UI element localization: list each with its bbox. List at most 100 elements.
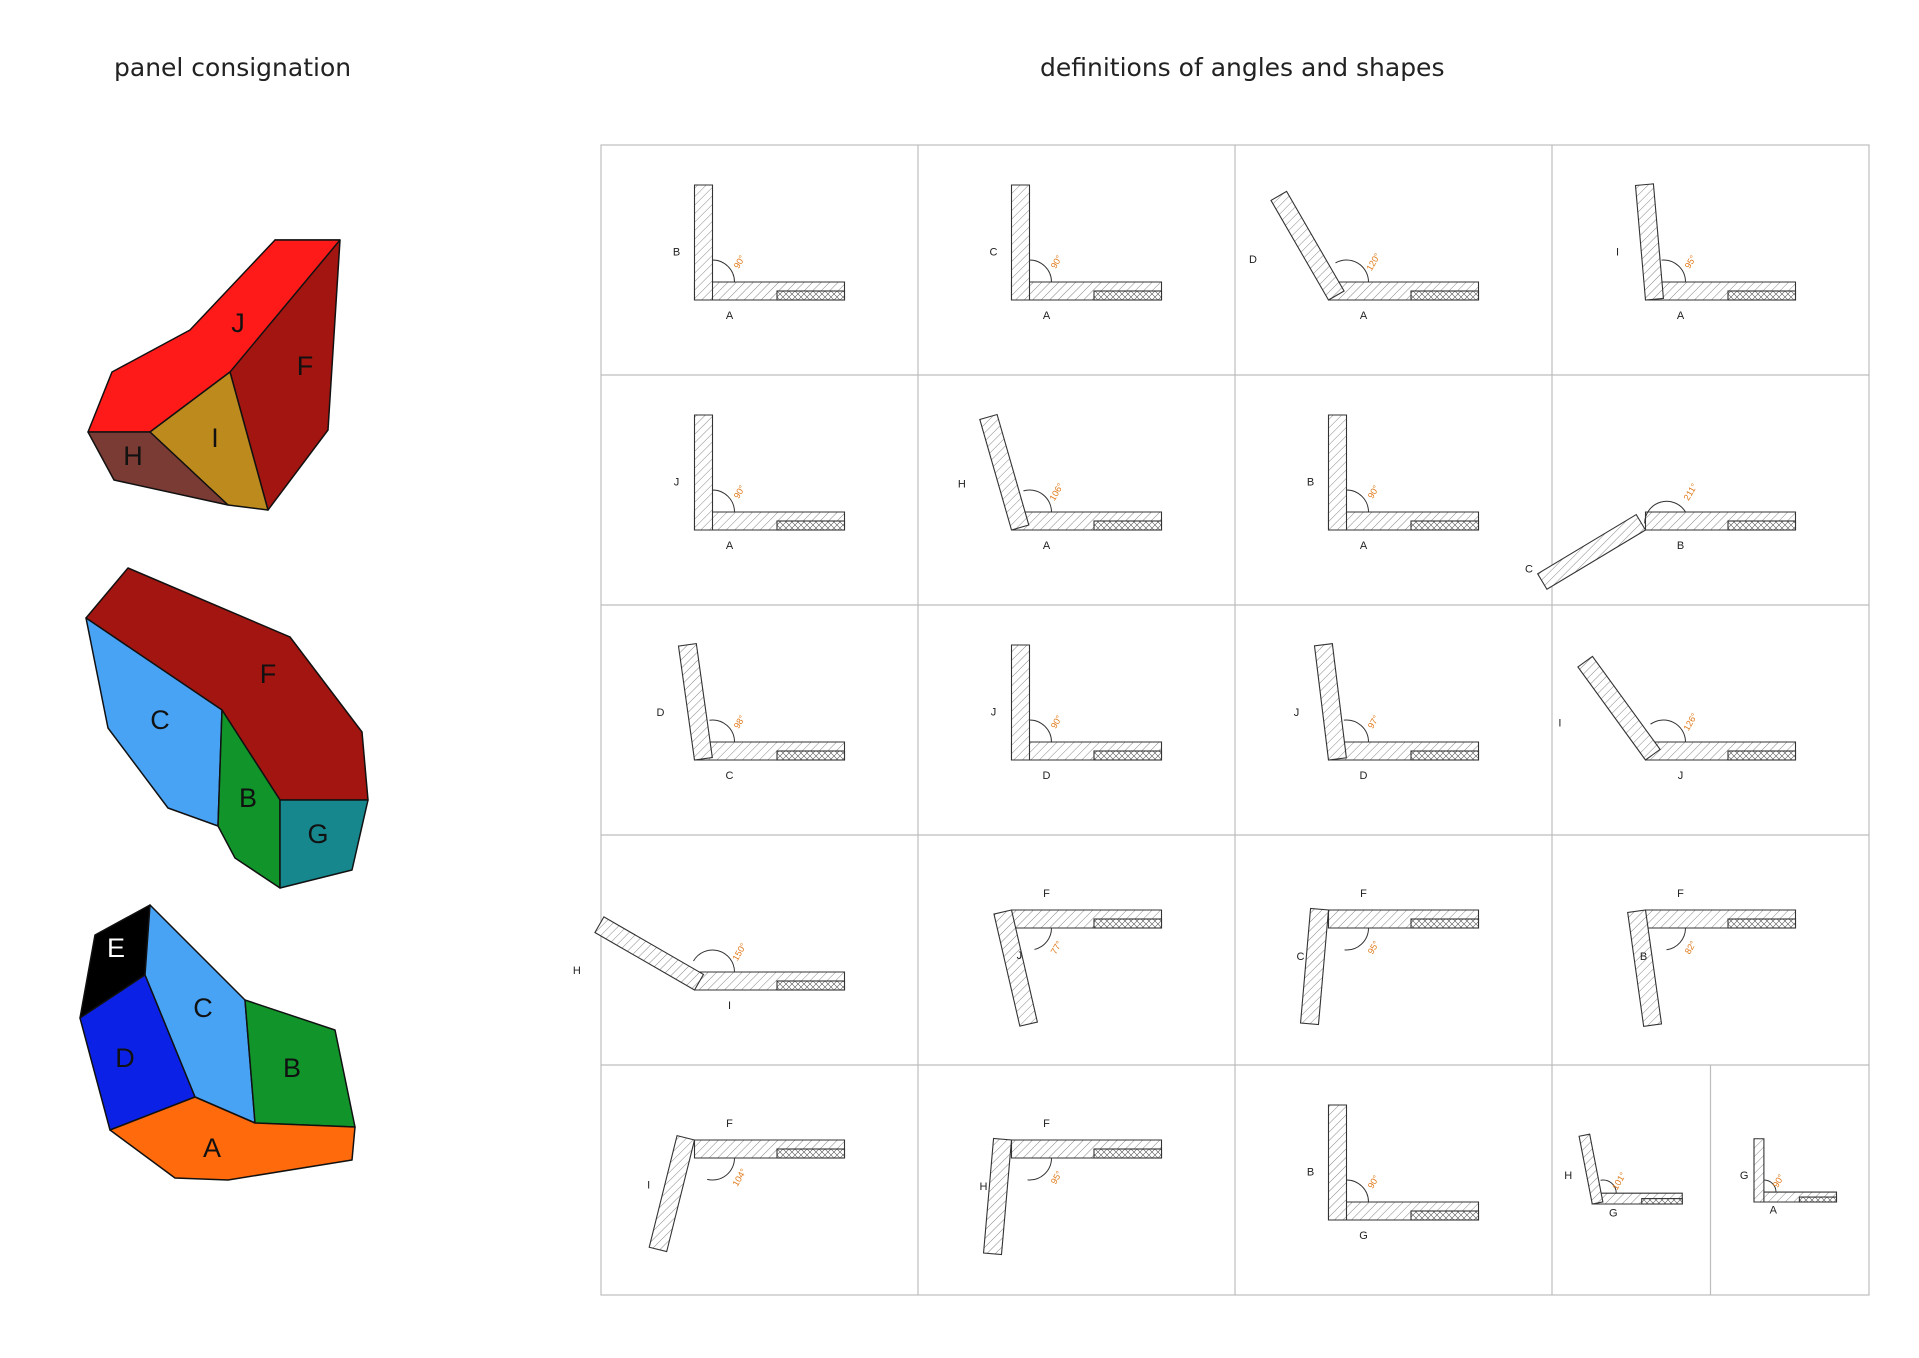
panel-b-label: B	[239, 783, 257, 813]
angle-detail: 104°IF	[647, 1118, 846, 1253]
panel-label: F	[1360, 888, 1367, 900]
panel-label: H	[958, 479, 966, 491]
panel-label: J	[674, 476, 680, 488]
angle-value-label: 126°	[1681, 711, 1699, 732]
panel-label: D	[1360, 770, 1368, 782]
panel-c-label: C	[193, 993, 213, 1023]
angle-value-label: 90°	[1366, 1173, 1382, 1190]
panel-label: J	[1294, 707, 1300, 719]
panel-label: G	[1359, 1230, 1368, 1242]
panel-label: F	[1677, 888, 1684, 900]
panel-a-label: A	[203, 1133, 221, 1163]
panel-label: D	[1043, 770, 1051, 782]
panel-label: I	[1616, 247, 1619, 259]
angle-value-label: 90°	[1049, 713, 1065, 730]
angle-value-label: 101°	[1610, 1170, 1628, 1191]
panel-label: B	[1677, 540, 1684, 552]
panel-label: G	[1740, 1170, 1749, 1182]
angle-value-label: 95°	[1366, 939, 1382, 956]
panel-label: H	[573, 965, 581, 977]
panel-g-face	[279, 799, 369, 889]
panel-label: B	[1307, 476, 1314, 488]
panel-label: J	[1678, 770, 1684, 782]
angle-detail: 95°IA	[1616, 183, 1797, 322]
angle-detail: 101°HG	[1564, 1133, 1683, 1220]
angle-value-label: 77°	[1049, 939, 1065, 956]
panel-j-label: J	[231, 308, 245, 338]
panel-label: D	[1249, 254, 1257, 266]
angle-detail: 77°JF	[993, 888, 1163, 1027]
panel-b-label: B	[283, 1053, 301, 1083]
angle-value-label: 95°	[1683, 253, 1699, 270]
panel-label: B	[673, 246, 680, 258]
panel-label: G	[1609, 1208, 1618, 1220]
panel-label: H	[980, 1181, 988, 1193]
angle-detail: 90°BA	[673, 184, 846, 322]
panel-label: A	[1043, 310, 1051, 322]
panel-a-face	[109, 1096, 356, 1181]
panel-label: C	[1297, 951, 1305, 963]
angle-value-label: 90°	[1771, 1172, 1787, 1189]
panel-h-label: H	[123, 441, 143, 471]
angles-shapes-heading: definitions of angles and shapes	[1040, 53, 1445, 82]
angle-detail: 106° H A	[958, 413, 1163, 552]
angle-detail: 211° C B	[1525, 481, 1797, 590]
panel-label: J	[991, 706, 997, 718]
panel-f-label: F	[297, 351, 314, 381]
angle-value-label: 95°	[1049, 1169, 1065, 1186]
panel-label: D	[657, 707, 665, 719]
angle-value-label: 211°	[1682, 481, 1700, 502]
angle-value-label: 90°	[1049, 253, 1065, 270]
angle-detail: 98°DC	[657, 642, 846, 782]
panel-i-label: I	[211, 423, 219, 453]
panel-label: F	[1043, 1118, 1050, 1130]
panel-label: A	[1360, 310, 1368, 322]
panel-label: A	[726, 540, 734, 552]
angle-detail: 90° J D	[991, 644, 1163, 782]
panel-label: A	[1043, 540, 1051, 552]
panel-c-label: C	[150, 705, 170, 735]
angle-detail: 90° G A	[1740, 1138, 1838, 1217]
panel-label: C	[1525, 564, 1533, 576]
angle-detail: 90° B G	[1307, 1104, 1480, 1242]
angle-value-label: 106°	[1047, 481, 1065, 502]
panel-label: I	[728, 1000, 731, 1012]
angle-value-label: 104°	[730, 1167, 748, 1188]
angle-detail: 126° I J	[1558, 655, 1797, 782]
angle-detail: 95° C F	[1297, 888, 1480, 1026]
angle-detail: 97°JD	[1294, 643, 1480, 782]
angle-detail: 90° B A	[1307, 414, 1480, 552]
grid-lines	[600, 144, 1870, 1296]
panel-label: B	[1307, 1166, 1314, 1178]
panel-e-label: E	[107, 933, 125, 963]
angle-value-label: 150°	[730, 941, 748, 962]
panel-label: A	[726, 310, 734, 322]
angle-details: 90° B A 90° C A 120° D A 95° I A 90° J A 106° H A 90° B A 211…	[573, 183, 1838, 1256]
angle-value-label: 90°	[732, 483, 748, 500]
angle-detail: 95° H F	[980, 1118, 1163, 1256]
panel-label: A	[1360, 540, 1368, 552]
panel-h-face	[87, 431, 229, 506]
angle-detail: 90° C A	[990, 184, 1163, 322]
angle-detail: 120° D A	[1249, 190, 1480, 322]
angle-value-label: 90°	[1366, 483, 1382, 500]
panel-label: I	[1558, 717, 1561, 729]
panel-label: A	[1770, 1205, 1778, 1217]
angle-detail: 82°BF	[1627, 888, 1797, 1028]
panel-label: J	[1017, 950, 1023, 962]
angle-detail: 150° H I	[573, 916, 846, 1012]
panel-label: C	[726, 770, 734, 782]
angle-value-label: 120°	[1364, 251, 1382, 272]
panel-b-face	[217, 709, 281, 889]
panel-c-face	[85, 617, 223, 827]
angle-detail: 90° J A	[674, 414, 846, 552]
panel-g-label: G	[307, 819, 328, 849]
panel-consignation-heading: panel consignation	[114, 53, 352, 82]
panel-label: B	[1640, 951, 1647, 963]
panel-label: F	[726, 1118, 733, 1130]
panel-label: C	[990, 246, 998, 258]
